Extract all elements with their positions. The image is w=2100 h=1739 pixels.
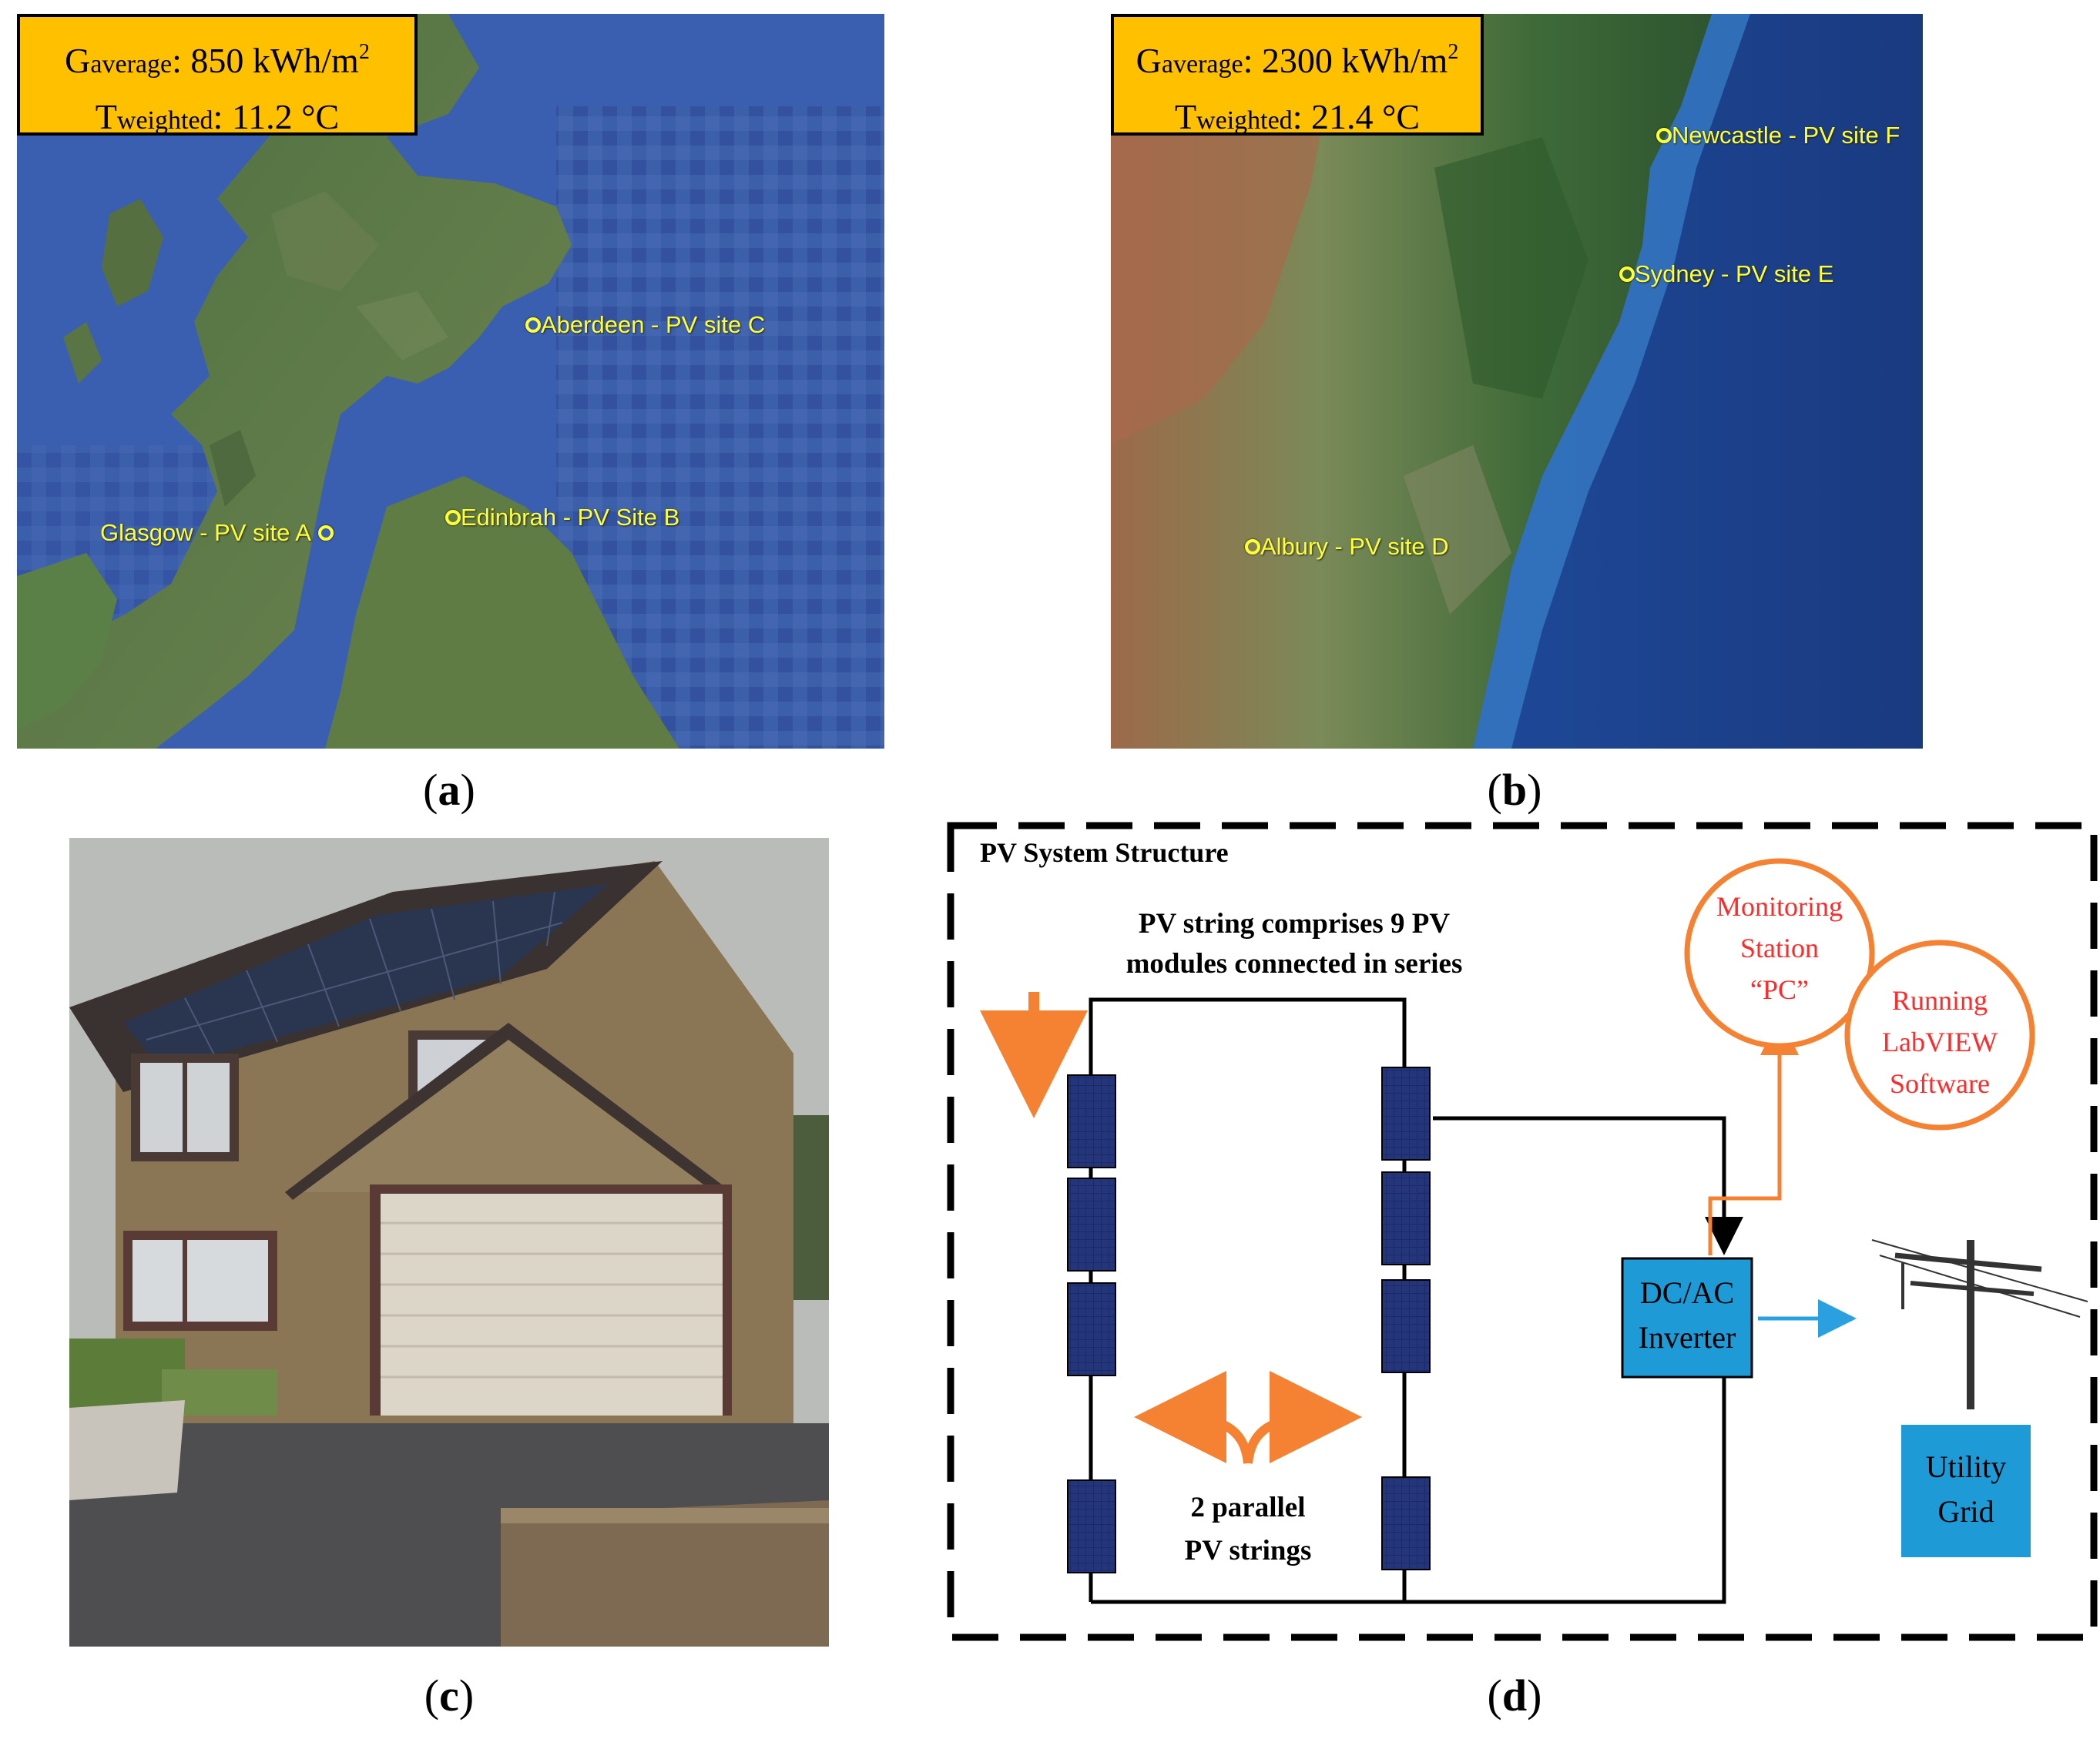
utility-grid-box [1901,1425,2031,1557]
labview-software-circle [1844,940,2035,1131]
temperature-row: Tweighted: 11.2 °C [20,91,414,147]
pv-module [1067,1074,1116,1168]
monitoring-station-circle [1684,858,1875,1049]
map-scotland-image [17,14,884,749]
irradiance-value: : 2300 kWh/m [1243,41,1448,80]
irradiance-symbol: G [1136,41,1162,80]
series-string-note: PV string comprises 9 PV modules connect… [1094,904,1494,984]
pv-module [1381,1279,1431,1373]
irradiance-unit-exponent: 2 [1448,40,1459,64]
site-label-albury: Albury - PV site D [1245,533,1449,561]
caption-d: (d) [1487,1670,1542,1721]
map-southeast-australia: Gaverage: 2300 kWh/m2 Tweighted: 21.4 °C… [1111,14,1923,749]
irradiance-temperature-box: Gaverage: 2300 kWh/m2 Tweighted: 21.4 °C [1111,14,1484,136]
monitoring-label-line: Monitoring [1716,891,1843,922]
data-link-arrow [1708,1017,1799,1255]
site-name: Albury - PV site D [1260,533,1449,560]
pv-string-left [1067,1074,1116,1573]
pv-module [1067,1178,1116,1272]
pv-string-right [1381,1067,1431,1570]
pv-module [1381,1171,1431,1265]
diagram-title: PV System Structure [980,837,1229,868]
pv-module [1381,1476,1431,1570]
parallel-note-line: PV strings [1184,1535,1312,1566]
temperature-value: : 21.4 °C [1292,97,1421,136]
pv-system-diagram: PV System Structure PV string comprises … [940,809,2100,1656]
caption-a: (a) [423,765,475,815]
temperature-symbol: T [1174,97,1197,136]
series-note-line: PV string comprises 9 PV [1138,908,1451,940]
caption-b: (b) [1487,765,1542,815]
site-name: Sydney - PV site E [1635,260,1834,287]
pv-module [1067,1479,1116,1573]
labview-label-line: Software [1890,1068,1990,1099]
grid-label-line: Utility [1925,1449,2007,1484]
caption-c: (c) [424,1670,475,1721]
labview-label-line: Running [1891,985,1988,1016]
site-label-aberdeen: Aberdeen - PV site C [525,311,765,339]
pv-module [1067,1282,1116,1376]
site-label-edinburgh: Edinbrah - PV Site B [445,504,679,531]
inverter-label: DC/AC Inverter [1622,1271,1752,1360]
irradiance-row: Gaverage: 850 kWh/m2 [20,26,414,91]
site-name: Glasgow - PV site A [100,519,311,546]
irradiance-subscript: average [90,50,173,79]
system-boundary-frame [947,822,2098,1641]
inverter-label-line: Inverter [1638,1320,1736,1355]
labview-label-line: LabVIEW [1882,1027,1998,1057]
irradiance-temperature-box: Gaverage: 850 kWh/m2 Tweighted: 11.2 °C [17,14,418,136]
utility-grid-label: Utility Grid [1901,1445,2031,1534]
temperature-row: Tweighted: 21.4 °C [1114,91,1481,147]
site-label-glasgow: Glasgow - PV site A [100,519,334,547]
temperature-subscript: weighted [1196,106,1293,135]
irradiance-unit-exponent: 2 [358,40,370,64]
site-name: Newcastle - PV site F [1672,122,1900,149]
pv-module [1381,1067,1431,1161]
pv-system-structure-svg [947,822,2098,1641]
temperature-subscript: weighted [116,106,213,135]
location-pin-icon [1245,539,1260,555]
parallel-strings-note: 2 parallel PV strings [1132,1486,1364,1573]
site-label-newcastle: Newcastle - PV site F [1656,122,1900,149]
map-scotland: Gaverage: 850 kWh/m2 Tweighted: 11.2 °C … [17,14,884,749]
monitoring-label-line: “PC” [1750,974,1809,1005]
site-label-sydney: Sydney - PV site E [1619,260,1833,288]
inverter-box [1621,1257,1753,1379]
house-with-rooftop-pv-image [69,838,829,1647]
temperature-symbol: T [95,97,117,136]
site-name: Edinbrah - PV Site B [461,504,680,531]
irradiance-value: : 850 kWh/m [172,41,359,80]
irradiance-subscript: average [1161,50,1243,79]
irradiance-symbol: G [65,41,91,80]
series-note-line: modules connected in series [1125,948,1463,980]
grid-label-line: Grid [1937,1494,1994,1529]
inverter-label-line: DC/AC [1639,1275,1735,1310]
site-name: Aberdeen - PV site C [541,311,766,338]
house-photo [69,838,829,1647]
location-pin-icon [1656,128,1672,143]
location-pin-icon [1619,266,1635,282]
location-pin-icon [525,317,541,333]
temperature-value: : 11.2 °C [213,97,340,136]
utility-pole-icon [1871,1239,2088,1409]
irradiance-row: Gaverage: 2300 kWh/m2 [1114,26,1481,91]
location-pin-icon [445,510,461,525]
parallel-double-arrow [1134,1371,1362,1464]
labview-software-label: Running LabVIEW Software [1847,980,2032,1104]
monitoring-station-label: Monitoring Station “PC” [1687,886,1872,1010]
monitoring-label-line: Station [1739,933,1819,963]
parallel-note-line: 2 parallel [1190,1492,1306,1523]
location-pin-icon [317,525,334,541]
